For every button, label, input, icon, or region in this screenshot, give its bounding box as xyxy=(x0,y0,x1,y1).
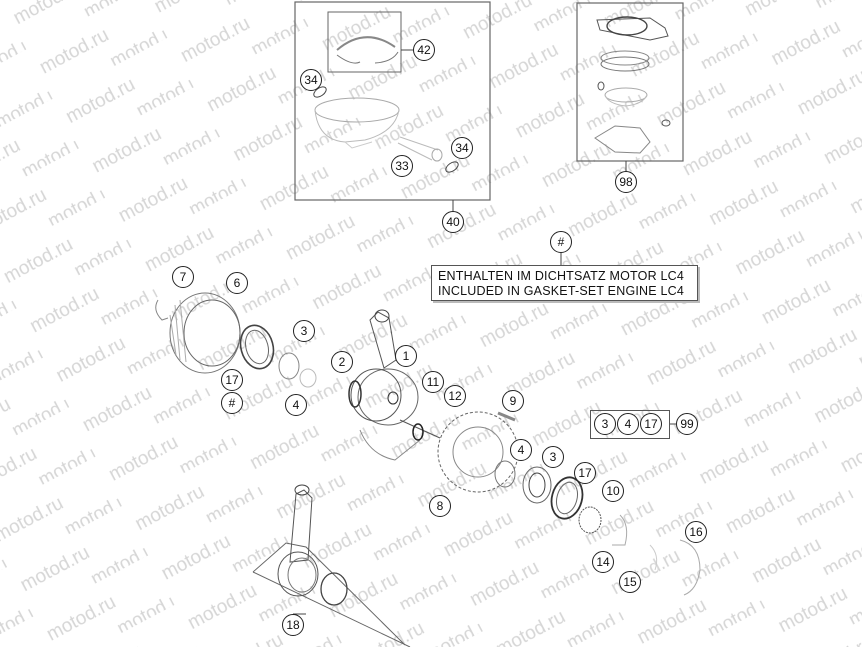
callout-4-right[interactable]: 4 xyxy=(510,439,532,461)
callout-4-left[interactable]: 4 xyxy=(285,394,307,416)
callout-40[interactable]: 40 xyxy=(442,211,464,233)
bearing-kit-group xyxy=(590,410,670,439)
gasket-set-note: ENTHALTEN IM DICHTSATZ MOTOR LC4 INCLUDE… xyxy=(431,265,698,301)
callout-33[interactable]: 33 xyxy=(391,155,413,177)
callout-3-right[interactable]: 3 xyxy=(542,446,564,468)
note-line-de: ENTHALTEN IM DICHTSATZ MOTOR LC4 xyxy=(438,269,684,283)
callout-16[interactable]: 16 xyxy=(685,521,707,543)
callout-98[interactable]: 98 xyxy=(615,171,637,193)
callout-34-right[interactable]: 34 xyxy=(451,137,473,159)
kit-item-3[interactable]: 3 xyxy=(594,413,616,435)
callout-42[interactable]: 42 xyxy=(413,39,435,61)
kit-item-17[interactable]: 17 xyxy=(640,413,662,435)
callout-6[interactable]: 6 xyxy=(226,272,248,294)
callout-11[interactable]: 11 xyxy=(422,371,444,393)
callout-10[interactable]: 10 xyxy=(602,480,624,502)
callout-14[interactable]: 14 xyxy=(592,551,614,573)
kit-item-4[interactable]: 4 xyxy=(617,413,639,435)
callout-99[interactable]: 99 xyxy=(676,413,698,435)
callout-18[interactable]: 18 xyxy=(282,614,304,636)
callout-hash-seal[interactable]: # xyxy=(221,392,243,414)
callout-17-left[interactable]: 17 xyxy=(221,369,243,391)
callout-8[interactable]: 8 xyxy=(429,495,451,517)
callout-34-left[interactable]: 34 xyxy=(300,69,322,91)
callout-17-right[interactable]: 17 xyxy=(574,462,596,484)
callout-7[interactable]: 7 xyxy=(172,266,194,288)
callout-2[interactable]: 2 xyxy=(331,351,353,373)
cylinder-kit-group xyxy=(577,3,683,161)
callout-1[interactable]: 1 xyxy=(395,345,417,367)
callout-12[interactable]: 12 xyxy=(444,385,466,407)
callout-9[interactable]: 9 xyxy=(502,390,524,412)
note-line-en: INCLUDED IN GASKET-SET ENGINE LC4 xyxy=(438,284,685,298)
callout-3-left[interactable]: 3 xyxy=(293,320,315,342)
callout-hash-note[interactable]: # xyxy=(550,231,572,253)
callout-15[interactable]: 15 xyxy=(619,571,641,593)
